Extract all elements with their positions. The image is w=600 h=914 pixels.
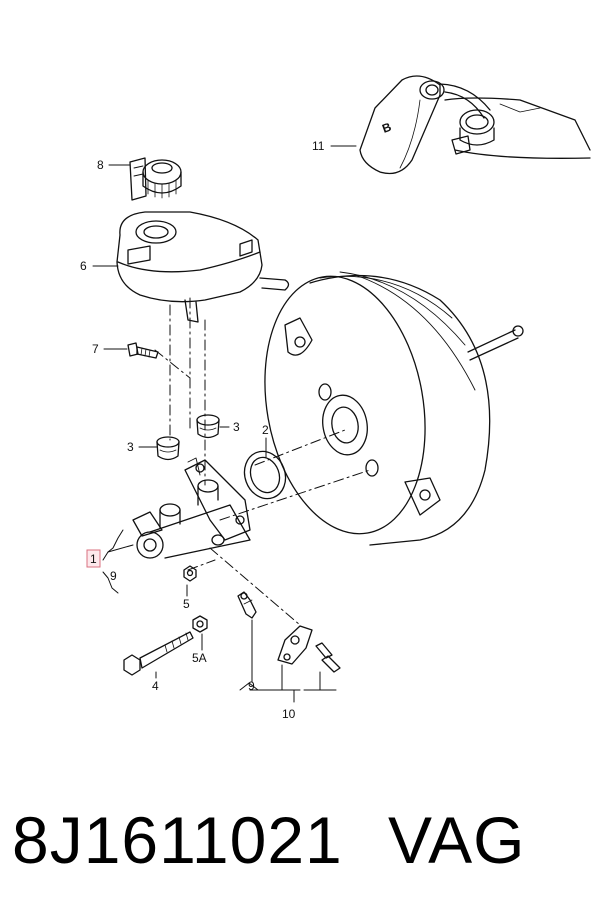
brake-switch-10 (277, 625, 341, 673)
footer: 8J1611021 VAG (0, 790, 600, 890)
part-number: 8J1611021 (12, 803, 343, 877)
reservoir-cap (129, 157, 182, 201)
callout-5A: 5A (192, 651, 207, 665)
grommet-3-lower (156, 436, 180, 461)
screw-7 (127, 342, 159, 359)
callout-9-bottom: 9 (248, 679, 255, 693)
callout-5: 5 (183, 597, 190, 611)
reservoir-neck-detail (444, 97, 591, 159)
parts-diagram: B 8 6 7 3 3 2 11 1 9 5 5A 4 9 10 (80, 75, 591, 721)
callout-8: 8 (97, 158, 104, 172)
callout-1: 1 (90, 552, 97, 566)
callout-7: 7 (92, 342, 99, 356)
nut-5A (192, 615, 208, 633)
bottle-letter: B (380, 120, 393, 136)
callout-3-upper: 3 (233, 420, 240, 434)
pressure-sensor-9 (237, 591, 257, 619)
gasket-2 (243, 450, 287, 500)
fluid-reservoir (116, 211, 290, 323)
callout-2: 2 (262, 423, 269, 437)
callout-3-lower: 3 (127, 440, 134, 454)
callout-11: 11 (312, 139, 325, 153)
leader-lines (92, 145, 357, 703)
callout-9-side: 9 (110, 569, 117, 583)
master-cylinder (132, 457, 251, 559)
callout-10: 10 (282, 707, 296, 721)
brand-label: VAG (388, 803, 526, 877)
grommet-3-upper (196, 414, 220, 439)
nut-5 (183, 565, 197, 582)
callout-4: 4 (152, 679, 159, 693)
bolt-4 (123, 631, 194, 676)
callout-6: 6 (80, 259, 87, 273)
brake-booster (264, 271, 524, 546)
callout-1-highlight (86, 549, 101, 568)
assembly-lines (154, 297, 371, 626)
brake-fluid-bottle (359, 75, 491, 175)
